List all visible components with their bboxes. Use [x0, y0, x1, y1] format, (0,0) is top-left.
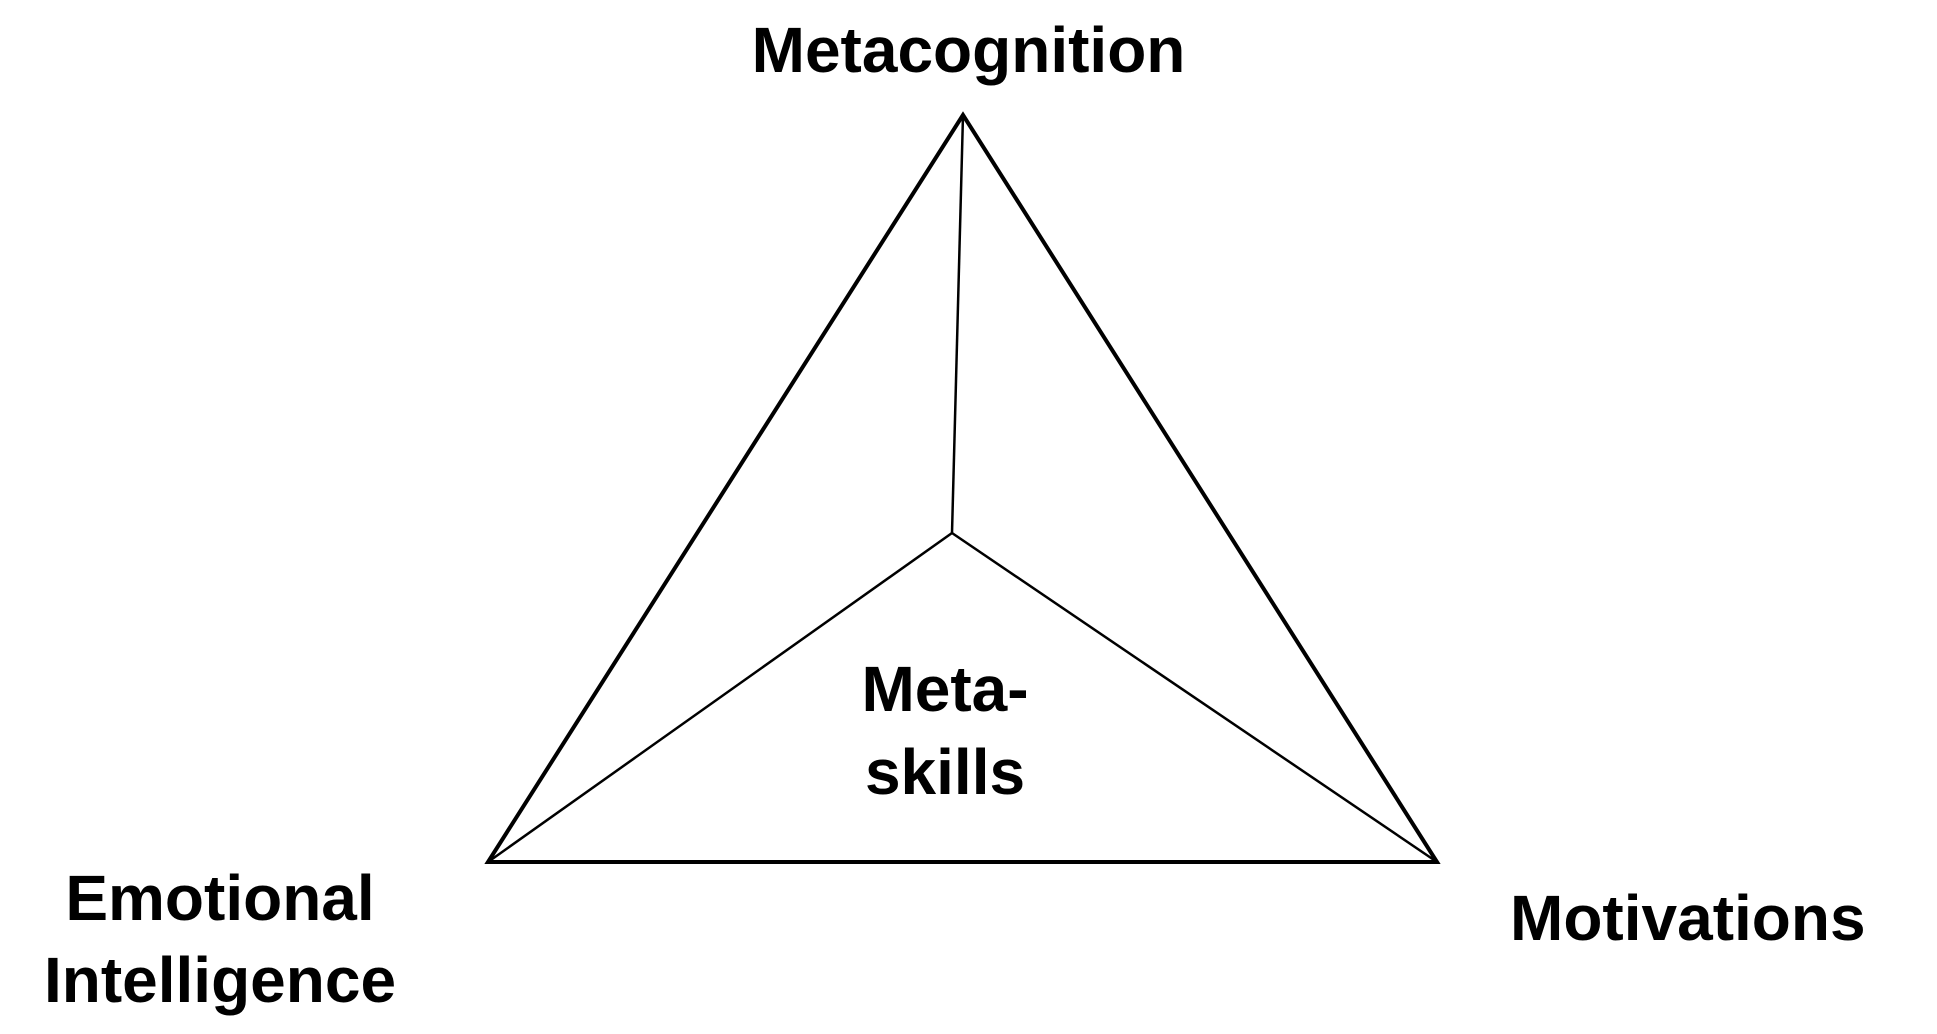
metacognition-label: Metacognition: [0, 12, 1937, 89]
meta-skills-line-2: skills: [864, 736, 1026, 809]
edge-top-to-center: [950, 114, 965, 534]
pyramid-outline: [484, 111, 1441, 864]
emotional-intelligence-label: Emotional Intelligence: [10, 858, 430, 1022]
meta-skills-line-1: Meta-: [861, 653, 1029, 725]
motivations-label: Motivations: [1510, 880, 1866, 957]
motivations-text: Motivations: [1510, 882, 1866, 954]
edge-left-to-center: [487, 531, 953, 864]
edge-right-to-center: [951, 531, 1438, 864]
metacognition-text: Metacognition: [751, 14, 1186, 86]
emotional-intelligence-line-1: Emotional: [65, 862, 375, 934]
meta-skills-label: Meta- skills: [820, 648, 1070, 814]
emotional-intelligence-line-2: Intelligence: [43, 943, 397, 1016]
